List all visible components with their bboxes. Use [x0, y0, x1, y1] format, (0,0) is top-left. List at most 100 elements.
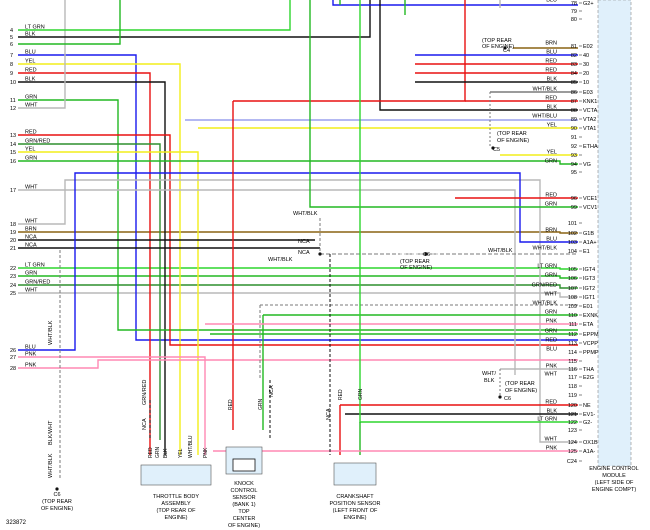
right-row-pin-87: KNK1	[583, 99, 597, 105]
ground-c6mid-line2: OF ENGINE)	[400, 265, 432, 271]
splice-dot-1	[318, 252, 322, 256]
right-row-pin-90: VTA1	[583, 126, 596, 132]
ground-c4-line2: OF ENGINE)	[482, 44, 514, 50]
wire-19-102	[18, 231, 578, 234]
right-row-num-105: 105	[568, 267, 577, 273]
right-row-num-83: 83	[571, 62, 577, 68]
right-row-pin-110: EXNK	[583, 313, 598, 319]
right-row-pin-121: EV1-	[583, 412, 595, 418]
right-row-wire-90: YEL	[547, 123, 557, 129]
right-row-pin-117: E2G	[583, 375, 594, 381]
right-row-num-94: 94	[571, 162, 577, 168]
right-row-wire-85: BLK	[547, 77, 558, 83]
right-row-pin-81: E02	[583, 44, 593, 50]
right-row-wire-107: GRN/RED	[532, 283, 557, 289]
right-row-wire-121: BLK	[547, 409, 558, 415]
right-row-pin-78: G2+	[583, 1, 594, 7]
crank-sensor-box	[333, 462, 377, 486]
right-row-num-80: 80	[571, 17, 577, 23]
wire-23-106	[18, 275, 578, 279]
crank-wire-red: RED	[338, 389, 344, 400]
right-row-wire-81: BRN	[545, 41, 557, 47]
right-row-wire-83: RED	[545, 59, 557, 65]
crank-label-3: (LEFT FRONT OF	[333, 508, 378, 514]
ground-c4-dot	[503, 46, 507, 50]
wire-17-white	[18, 189, 516, 375]
crank-label-2: POSITION SENSOR	[329, 501, 380, 507]
left-row-wire-14: GRN/RED	[25, 139, 50, 145]
right-row-num-118: 118	[568, 384, 577, 390]
left-row-wire-7: BLU	[25, 50, 36, 56]
left-row-num-10: 10	[10, 80, 16, 86]
wire-28-pink	[18, 359, 578, 369]
label-wht-blk-vert: WHT/BLK	[48, 320, 54, 345]
left-row-num-20: 20	[10, 238, 16, 244]
right-row-wire-102: BRN	[545, 228, 557, 234]
left-row-num-6: 6	[10, 42, 13, 48]
wire-4-ltgrn	[18, 0, 291, 31]
throttle-wire-label-4: WHT/BLU	[188, 435, 194, 458]
wire-7-blue	[18, 54, 578, 341]
left-row-num-25: 25	[10, 291, 16, 297]
label-wht-c6: WHT/	[482, 371, 497, 377]
label-wht-blk-3: WHT/BLK	[488, 248, 513, 254]
left-row-wire-22: LT GRN	[25, 263, 45, 269]
right-row-num-121: 121	[568, 412, 577, 418]
left-row-wire-24: GRN/RED	[25, 280, 50, 286]
label-nca-1: NCA	[298, 239, 310, 245]
left-row-wire-20: NCA	[25, 235, 37, 241]
ground-c6mid-dot	[424, 252, 428, 256]
right-row-num-82: 82	[571, 53, 577, 59]
right-row-wire-122: LT GRN	[537, 417, 557, 423]
right-row-num-117: 117	[568, 375, 577, 381]
right-row-pin-122: G2-	[583, 420, 592, 426]
right-row-num-93: 93	[571, 153, 577, 159]
knock-element-icon	[232, 458, 256, 472]
ground-c6mid-id: C6	[423, 252, 430, 258]
right-row-wire-82: BLU	[546, 50, 557, 56]
right-row-pin-116: THA	[583, 367, 594, 373]
left-row-wire-8: YEL	[25, 59, 35, 65]
crank-label-1: CRANKSHAFT	[336, 494, 374, 500]
right-row-wire-87: RED	[545, 96, 557, 102]
left-row-num-17: 17	[10, 188, 16, 194]
throttle-wire-label-0: RED	[148, 447, 154, 458]
knock-label-5: TOP	[238, 509, 250, 515]
wire-24-107	[18, 284, 578, 289]
module-label-3: (LEFT SIDE OF	[595, 480, 634, 486]
right-row-pin-124: OX1B	[583, 440, 598, 446]
throttle-side-nca: NCA	[142, 418, 148, 430]
left-row-num-27: 27	[10, 355, 16, 361]
left-row-wire-9: RED	[25, 68, 37, 74]
right-row-num-110: 110	[568, 313, 577, 319]
knock-wire-grn: GRN	[258, 399, 264, 411]
right-row-num-124: 124	[568, 440, 577, 446]
wire-25-108	[18, 292, 578, 298]
right-row-num-86: 86	[571, 90, 577, 96]
wire-6-green	[18, 0, 121, 45]
knock-label-7: OF ENGINE)	[228, 523, 260, 529]
right-row-num-122: 122	[568, 420, 577, 426]
right-row-pin-83: 30	[583, 62, 589, 68]
ground-c6left-line2: OF ENGINE)	[41, 506, 73, 512]
module-label-2: MODULE	[602, 473, 626, 479]
right-row-wire-89: WHT/BLU	[532, 114, 557, 120]
right-row-wire-96: RED	[545, 193, 557, 199]
right-row-pin-112: EPPM	[583, 332, 599, 338]
right-row-pin-106: IGT3	[583, 276, 595, 282]
ground-c6mid-line1: (TOP REAR	[400, 259, 430, 265]
right-row-wire-113: RED	[545, 338, 557, 344]
crank-label-4: ENGINE)	[344, 515, 367, 521]
crank-wire-grn: GRN	[358, 389, 364, 401]
right-row-num-116: 116	[568, 367, 577, 373]
throttle-wire-label-5: PNK	[203, 447, 209, 458]
left-row-wire-27: PNK	[25, 352, 37, 358]
right-row-num-108: 108	[568, 295, 577, 301]
left-row-num-4: 4	[10, 28, 13, 34]
label-blk-c6: BLK	[484, 378, 495, 384]
ground-c6left-dot	[55, 487, 59, 491]
ground-c5-line2: OF ENGINE)	[497, 138, 529, 144]
label-wht-blk-1: WHT/BLK	[293, 211, 318, 217]
